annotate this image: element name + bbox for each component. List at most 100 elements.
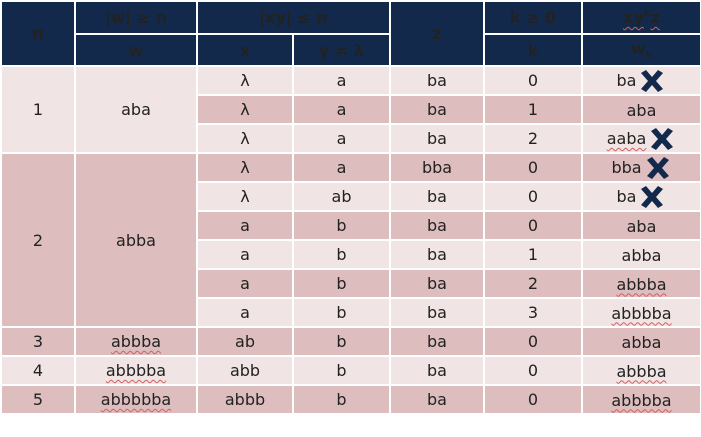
pumped-sup: k [643, 8, 651, 20]
cell-w: aba [74, 65, 198, 154]
cell-wk: ba [581, 181, 701, 212]
x-cross-icon [641, 185, 664, 208]
cell-k: 1 [483, 239, 583, 270]
wk-base: w [630, 38, 646, 58]
cell-wk-text: aba [626, 216, 657, 236]
cell-wk-text: abbba [616, 361, 667, 381]
cell-z: ba [389, 181, 485, 212]
cell-wk: abba [581, 239, 701, 270]
cell-x: a [196, 268, 294, 299]
cell-w: abbbbba [74, 384, 198, 415]
cell-y: b [292, 384, 391, 415]
header-pumped-string: xykz [581, 0, 701, 35]
cell-z: ba [389, 297, 485, 328]
cell-x: a [196, 239, 294, 270]
cell-y: b [292, 297, 391, 328]
cell-y: a [292, 65, 391, 96]
header-wk: wk [581, 33, 701, 67]
header-w-condition: |w| ≥ n [74, 0, 198, 35]
cell-wk-text: ba [616, 71, 637, 90]
cell-n: 5 [0, 384, 76, 415]
cell-w-text: abbba [110, 332, 162, 351]
cell-k: 0 [483, 152, 583, 183]
cell-w: abbba [74, 326, 198, 357]
cell-wk: aba [581, 94, 701, 125]
cell-n: 4 [0, 355, 76, 386]
cell-wk-text: bba [611, 158, 642, 177]
cell-wk: abbbba [581, 384, 701, 415]
cell-wk-text: abbbba [611, 390, 672, 410]
cell-z: ba [389, 94, 485, 125]
cell-y: a [292, 152, 391, 183]
pumping-lemma-table: n |w| ≥ n |xy| ≤ n z k ≥ 0 xykz w x y ≠ … [0, 0, 701, 415]
header-row-conditions: n |w| ≥ n |xy| ≤ n z k ≥ 0 xykz [0, 0, 701, 67]
cell-k: 0 [483, 355, 583, 386]
cell-k: 2 [483, 268, 583, 299]
cell-k: 0 [483, 210, 583, 241]
cell-w-text: aba [121, 100, 151, 119]
header-w: w [74, 33, 198, 67]
cell-w: abbbba [74, 355, 198, 386]
cell-x: ab [196, 326, 294, 357]
cell-y: b [292, 355, 391, 386]
header-n: n [0, 0, 76, 67]
cell-x: a [196, 210, 294, 241]
cell-w-text: abbbbba [100, 390, 172, 409]
cell-x: λ [196, 123, 294, 154]
cell-wk: aba [581, 210, 701, 241]
cell-wk-text: abba [621, 245, 662, 265]
x-cross-icon [651, 127, 674, 150]
cell-y: b [292, 210, 391, 241]
cell-k: 3 [483, 297, 583, 328]
cell-w: abba [74, 152, 198, 328]
cell-x: abbb [196, 384, 294, 415]
cell-wk-text: ba [616, 187, 637, 206]
cell-wk-text: aaba [606, 129, 647, 148]
cell-y: a [292, 94, 391, 125]
cell-z: ba [389, 268, 485, 299]
cell-z: ba [389, 326, 485, 357]
cell-z: ba [389, 239, 485, 270]
pumped-base: xy [623, 8, 644, 27]
header-y: y ≠ λ [292, 33, 391, 67]
x-cross-icon [646, 156, 669, 179]
cell-k: 0 [483, 181, 583, 212]
cell-k: 1 [483, 94, 583, 125]
cell-wk: ba [581, 65, 701, 96]
cell-z: ba [389, 384, 485, 415]
header-k-condition: k ≥ 0 [483, 0, 583, 35]
header-xy-condition: |xy| ≤ n [196, 0, 391, 35]
cell-k: 2 [483, 123, 583, 154]
cell-z: ba [389, 210, 485, 241]
cell-w-text: abba [116, 230, 156, 250]
cell-k: 0 [483, 326, 583, 357]
cell-wk-text: abbba [616, 274, 667, 294]
cell-wk: abba [581, 326, 701, 357]
cell-wk-text: abbbba [611, 303, 672, 323]
cell-w-text: abbbba [105, 361, 167, 380]
cell-k: 0 [483, 384, 583, 415]
header-row-labels: w x y ≠ λ k wk [1, 33, 701, 67]
cell-y: b [292, 239, 391, 270]
cell-wk: abbba [581, 355, 701, 386]
cell-n: 1 [0, 65, 76, 154]
cell-x: λ [196, 94, 294, 125]
cell-wk: abbba [581, 268, 701, 299]
cell-x: abb [196, 355, 294, 386]
cell-x: λ [196, 152, 294, 183]
cell-y: a [292, 123, 391, 154]
cell-z: ba [389, 355, 485, 386]
cell-wk: aaba [581, 123, 701, 154]
cell-n: 2 [0, 152, 76, 328]
cell-x: a [196, 297, 294, 328]
